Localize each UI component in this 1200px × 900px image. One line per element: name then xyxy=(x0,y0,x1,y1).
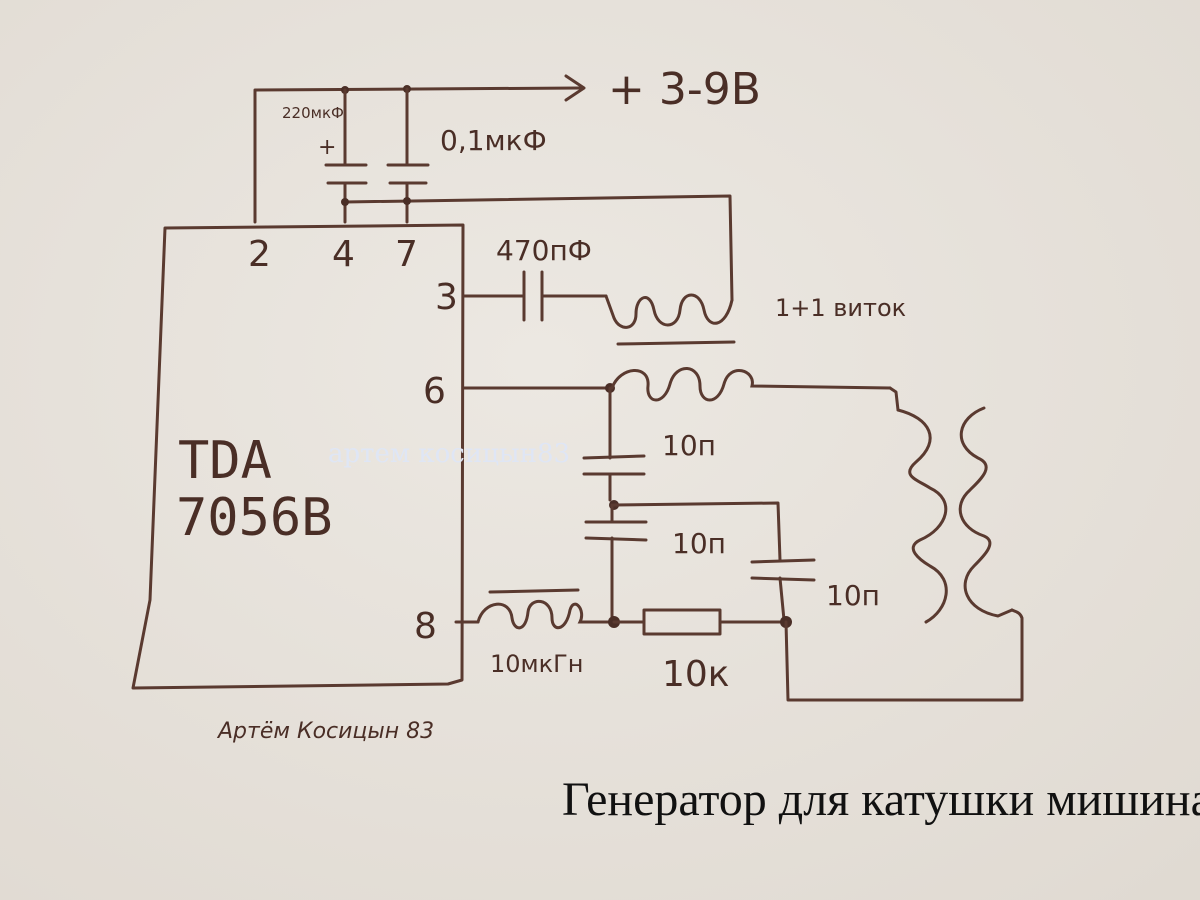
choke-inductor xyxy=(476,600,614,630)
pin-8-label: 8 xyxy=(414,606,437,647)
diagram-title: Генератор для катушки мишина xyxy=(562,773,1200,826)
cap-10p-top-label: 10п xyxy=(662,429,716,462)
cap-470p-plates xyxy=(522,270,544,322)
cap-10p-right-label: 10п xyxy=(826,579,880,612)
cap-10p-right-plates xyxy=(750,558,816,582)
main-inductor xyxy=(610,367,892,402)
cap-470p-label: 470пФ xyxy=(496,234,592,267)
cap-10p-right-wires xyxy=(778,576,786,622)
pin-4-label: 4 xyxy=(332,234,355,275)
cap-220u-plates xyxy=(324,163,368,185)
pin-3-label: 3 xyxy=(435,277,458,318)
cap-10p-mid-plates xyxy=(584,520,648,542)
supply-rail xyxy=(253,86,582,224)
cap-01u-plates xyxy=(386,163,430,185)
pin-6-label: 6 xyxy=(423,371,446,412)
output-coil-primary xyxy=(896,408,948,624)
pin-2-label: 2 xyxy=(248,234,271,275)
coil-bar xyxy=(616,340,736,346)
cap-tap-wire xyxy=(612,501,782,562)
resistor-10k xyxy=(642,608,722,636)
junction-dot xyxy=(341,198,349,206)
cap-220u-plus: + xyxy=(318,135,336,160)
resistor-label: 10к xyxy=(662,654,730,695)
signature: Артём Косицын 83 xyxy=(216,719,434,744)
pickup-coil xyxy=(604,293,734,329)
choke-label: 10мкГн xyxy=(490,650,583,678)
ground-rail xyxy=(343,194,734,302)
ic-label-line2: 7056B xyxy=(176,488,333,548)
watermark: артем косицын83 xyxy=(328,439,570,469)
ic-label-line1: TDA xyxy=(178,431,272,491)
pin-7-label: 7 xyxy=(395,234,418,275)
supply-arrow xyxy=(564,74,586,102)
cap-01u-label: 0,1мкФ xyxy=(440,124,547,157)
cap-10p-mid-label: 10п xyxy=(672,527,726,560)
cap-220u-label: 220мкФ xyxy=(282,104,344,122)
ic-body xyxy=(131,223,465,690)
choke-bar xyxy=(488,588,580,594)
pickup-coil-label: 1+1 виток xyxy=(775,294,906,322)
junction-dot xyxy=(403,197,411,205)
output-coil-secondary xyxy=(958,406,1014,618)
output-loop xyxy=(784,608,1024,702)
cap-10p-top-plates xyxy=(582,454,646,476)
output-top-wire xyxy=(888,386,900,412)
supply-label: + 3-9В xyxy=(608,64,761,115)
